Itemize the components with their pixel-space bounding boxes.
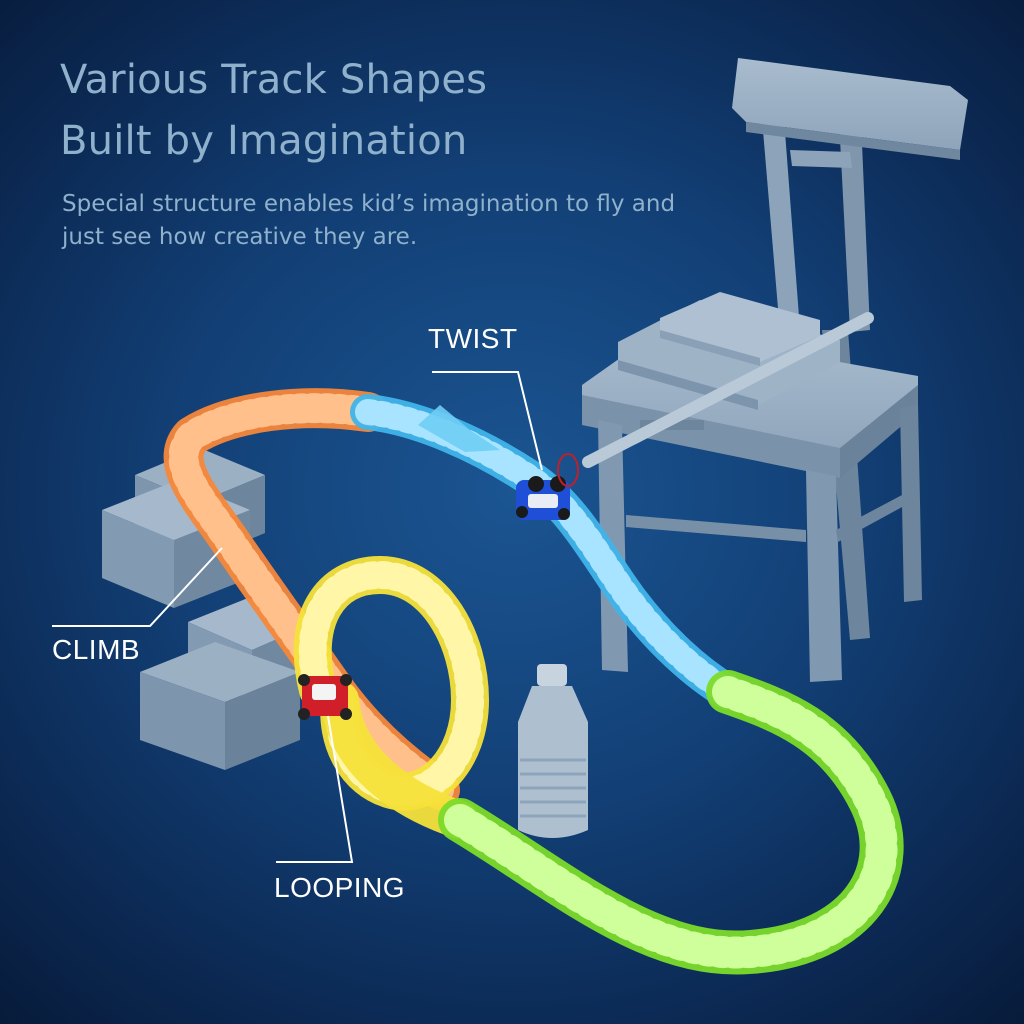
- looping-callout-label: LOOPING: [274, 872, 406, 903]
- track-yellow-loop: [293, 555, 490, 839]
- subtitle: Special structure enables kid’s imaginat…: [62, 188, 742, 254]
- subtitle-line-1: Special structure enables kid’s imaginat…: [62, 191, 676, 217]
- book-stack-illustration: [618, 292, 840, 410]
- climb-callout-label: CLIMB: [52, 634, 141, 665]
- headline: Various Track Shapes Built by Imaginatio…: [60, 50, 487, 172]
- climb-leader-line: [52, 547, 223, 627]
- water-bottle-illustration: [518, 664, 588, 838]
- track-green-section: [438, 670, 904, 975]
- dowel-stick-illustration: [582, 312, 874, 468]
- headline-line-1: Various Track Shapes: [60, 57, 488, 103]
- box-stack-illustration: [102, 448, 312, 770]
- twist-callout-label: TWIST: [428, 323, 518, 354]
- blue-toy-car: [516, 476, 570, 520]
- track-blue-section: [350, 394, 746, 710]
- subtitle-line-2: just see how creative they are.: [62, 224, 418, 250]
- strap-illustration: [557, 453, 579, 487]
- looping-leader-line: [276, 715, 354, 863]
- twist-leader-line: [432, 371, 543, 471]
- headline-line-2: Built by Imagination: [60, 118, 468, 164]
- red-toy-car: [298, 674, 352, 720]
